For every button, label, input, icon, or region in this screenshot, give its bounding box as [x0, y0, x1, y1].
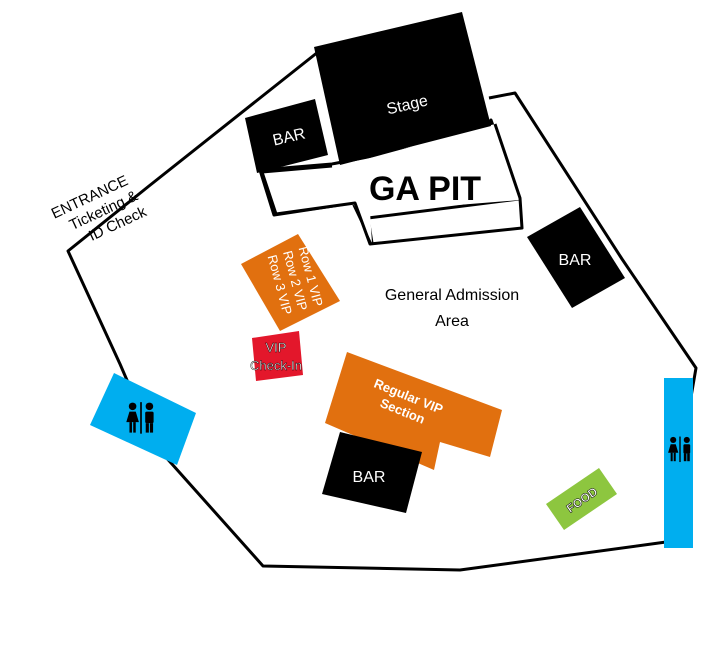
bar-right: BAR — [527, 207, 625, 308]
restroom-left — [90, 373, 196, 465]
row-vip-section: Row 1 VIP Row 2 VIP Row 3 VIP — [241, 234, 340, 331]
general-admission-label-1: General Admission — [385, 287, 519, 304]
vip-checkin-line2: Check-In — [250, 358, 302, 373]
bar-bottom: BAR — [322, 432, 422, 513]
entrance-label: ENTRANCE Ticketing & ID Check — [49, 172, 150, 245]
ga-pit-label: GA PIT — [369, 170, 481, 208]
bar-label: BAR — [271, 126, 307, 150]
food-stand: FOOD — [546, 468, 617, 530]
vip-checkin-line1: VIP — [266, 340, 287, 355]
restroom-right — [664, 378, 693, 548]
stage: Stage — [314, 12, 491, 165]
bar-label: BAR — [559, 252, 592, 269]
bar-label: BAR — [353, 469, 386, 486]
bar-stage-left: BAR — [245, 99, 328, 173]
venue-boundary — [66, 50, 698, 572]
general-admission-label-2: Area — [435, 313, 469, 330]
vip-checkin: VIP Check-In — [250, 331, 303, 381]
